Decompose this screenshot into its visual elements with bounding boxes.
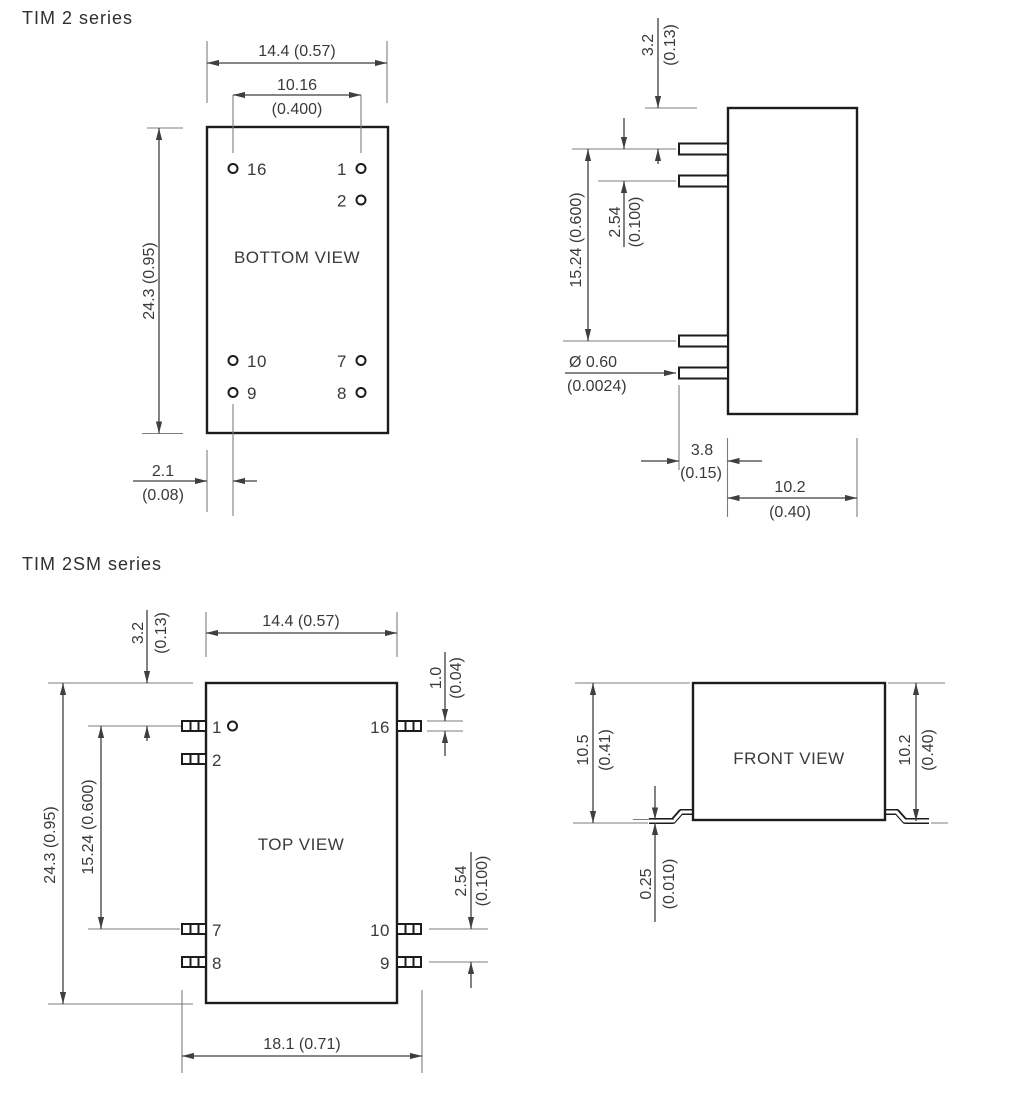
dim-pitch-mm: 2.54 bbox=[607, 206, 624, 237]
pin-hole-7 bbox=[355, 355, 367, 366]
pad-outline bbox=[181, 956, 207, 968]
tim2sm-front-view-body bbox=[691, 681, 887, 822]
dim-row-span-label: 15.24 (0.600) bbox=[568, 192, 585, 287]
pin-label-7: 7 bbox=[337, 352, 347, 371]
dim-overall-width-label: 18.1 (0.71) bbox=[263, 1036, 340, 1053]
top-view-label: TOP VIEW bbox=[258, 835, 345, 854]
side-pin-row1 bbox=[678, 142, 729, 156]
pad-outline bbox=[396, 720, 422, 732]
dim-pin-dia-in: (0.0024) bbox=[567, 378, 627, 395]
dim-pad-mm: 1.0 bbox=[428, 667, 445, 689]
smd-pad-10 bbox=[396, 923, 422, 935]
dim-pin-offset-mm: 2.1 bbox=[152, 463, 174, 480]
dim-depth-in: (0.40) bbox=[769, 504, 811, 521]
pin-label-16: 16 bbox=[247, 160, 267, 179]
dim-body-height-mm: 10.2 bbox=[897, 734, 914, 765]
dim-standoff-in: (0.010) bbox=[661, 859, 678, 910]
dim-width-label: 14.4 (0.57) bbox=[262, 613, 339, 630]
side-pin-row4 bbox=[678, 366, 729, 380]
tim2-bottom-view-body bbox=[205, 125, 390, 435]
dim-pin-setback-in: (0.15) bbox=[680, 465, 722, 482]
dim-depth-mm: 10.2 bbox=[774, 479, 805, 496]
pin1-indicator-dot bbox=[227, 720, 238, 732]
dim-pin-dia-mm: Ø 0.60 bbox=[569, 354, 617, 371]
smd-pad-16 bbox=[396, 720, 422, 732]
gullwing-lead-left-fill bbox=[649, 810, 694, 823]
pin-hole-8 bbox=[355, 387, 367, 398]
dim-row-span-label: 15.24 (0.600) bbox=[80, 779, 97, 874]
dim-body-height-in: (0.40) bbox=[920, 729, 937, 771]
dim-pitch-in: (0.100) bbox=[627, 197, 644, 248]
pin-hole-1 bbox=[355, 163, 367, 174]
pin-label-7: 7 bbox=[212, 921, 222, 940]
smd-pad-8 bbox=[181, 956, 207, 968]
dim-pitch-mm: 2.54 bbox=[453, 865, 470, 896]
pin-label-1: 1 bbox=[337, 160, 347, 179]
tim2-side-view-body bbox=[726, 106, 859, 416]
dim-pad-in: (0.04) bbox=[448, 657, 465, 699]
tim2sm-top-view: 14.4 (0.57) 3.2 (0.13) 24.3 (0.95) 15.24… bbox=[42, 610, 491, 1073]
dim-top-to-pin-mm: 3.2 bbox=[640, 34, 657, 56]
pad-outline bbox=[181, 753, 207, 765]
smd-pad-9 bbox=[396, 956, 422, 968]
dim-total-height-mm: 10.5 bbox=[575, 734, 592, 765]
pin-label-16: 16 bbox=[370, 718, 390, 737]
tim2-series-title: TIM 2 series bbox=[22, 8, 133, 28]
pin-label-9: 9 bbox=[247, 384, 257, 403]
smd-pad-1 bbox=[181, 720, 207, 732]
tim2sm-front-view: FRONT VIEW 10.5 (0.41) 10.2 (0.40) 0.25 … bbox=[573, 681, 948, 922]
side-pin-row2 bbox=[678, 174, 729, 188]
dim-height-label: 24.3 (0.95) bbox=[42, 806, 59, 883]
pin-label-10: 10 bbox=[247, 352, 267, 371]
dim-pin-offset-in: (0.08) bbox=[142, 487, 184, 504]
dim-height-label: 24.3 (0.95) bbox=[141, 242, 158, 319]
dim-top-to-pin-in: (0.13) bbox=[153, 612, 170, 654]
dim-pitch-in: (0.100) bbox=[474, 856, 491, 907]
smd-pad-2 bbox=[181, 753, 207, 765]
pad-outline bbox=[181, 923, 207, 935]
pin-hole-16 bbox=[227, 163, 239, 174]
pin-label-8: 8 bbox=[337, 384, 347, 403]
pin-label-2: 2 bbox=[212, 751, 222, 770]
dim-width-label: 14.4 (0.57) bbox=[258, 43, 335, 60]
dim-pin-span-mm: 10.16 bbox=[277, 77, 317, 94]
pad-outline bbox=[396, 923, 422, 935]
pad-outline bbox=[396, 956, 422, 968]
pin-hole-9 bbox=[227, 387, 239, 398]
dim-top-to-pin-mm: 3.2 bbox=[130, 622, 147, 644]
pin-hole-2 bbox=[355, 194, 367, 206]
pin-label-8: 8 bbox=[212, 954, 222, 973]
tim2sm-series-title: TIM 2SM series bbox=[22, 554, 162, 574]
pin-label-1: 1 bbox=[212, 718, 222, 737]
side-pin-row3 bbox=[678, 334, 729, 348]
gullwing-lead-right-fill bbox=[884, 810, 929, 823]
dim-standoff-mm: 0.25 bbox=[638, 868, 655, 899]
dim-top-to-pin-in: (0.13) bbox=[662, 24, 679, 66]
pin-label-2: 2 bbox=[337, 192, 347, 211]
tim2-side-view: 3.2 (0.13) 2.54 (0.100) 15.24 (0.600) Ø … bbox=[563, 18, 859, 521]
pin-label-9: 9 bbox=[380, 954, 390, 973]
tim2-bottom-view: 14.4 (0.57) 10.16 (0.400) 24.3 (0.95) BO… bbox=[133, 41, 390, 516]
front-view-label: FRONT VIEW bbox=[733, 749, 844, 768]
bottom-view-label: BOTTOM VIEW bbox=[234, 248, 360, 267]
dim-pin-span-in: (0.400) bbox=[272, 101, 323, 118]
pin-hole-10 bbox=[227, 355, 239, 366]
smd-pad-7 bbox=[181, 923, 207, 935]
pin-label-10: 10 bbox=[370, 921, 390, 940]
dim-pin-setback-mm: 3.8 bbox=[691, 442, 713, 459]
tim2sm-top-view-body bbox=[204, 681, 399, 1005]
pad-outline bbox=[181, 720, 207, 732]
dim-total-height-in: (0.41) bbox=[597, 729, 614, 771]
